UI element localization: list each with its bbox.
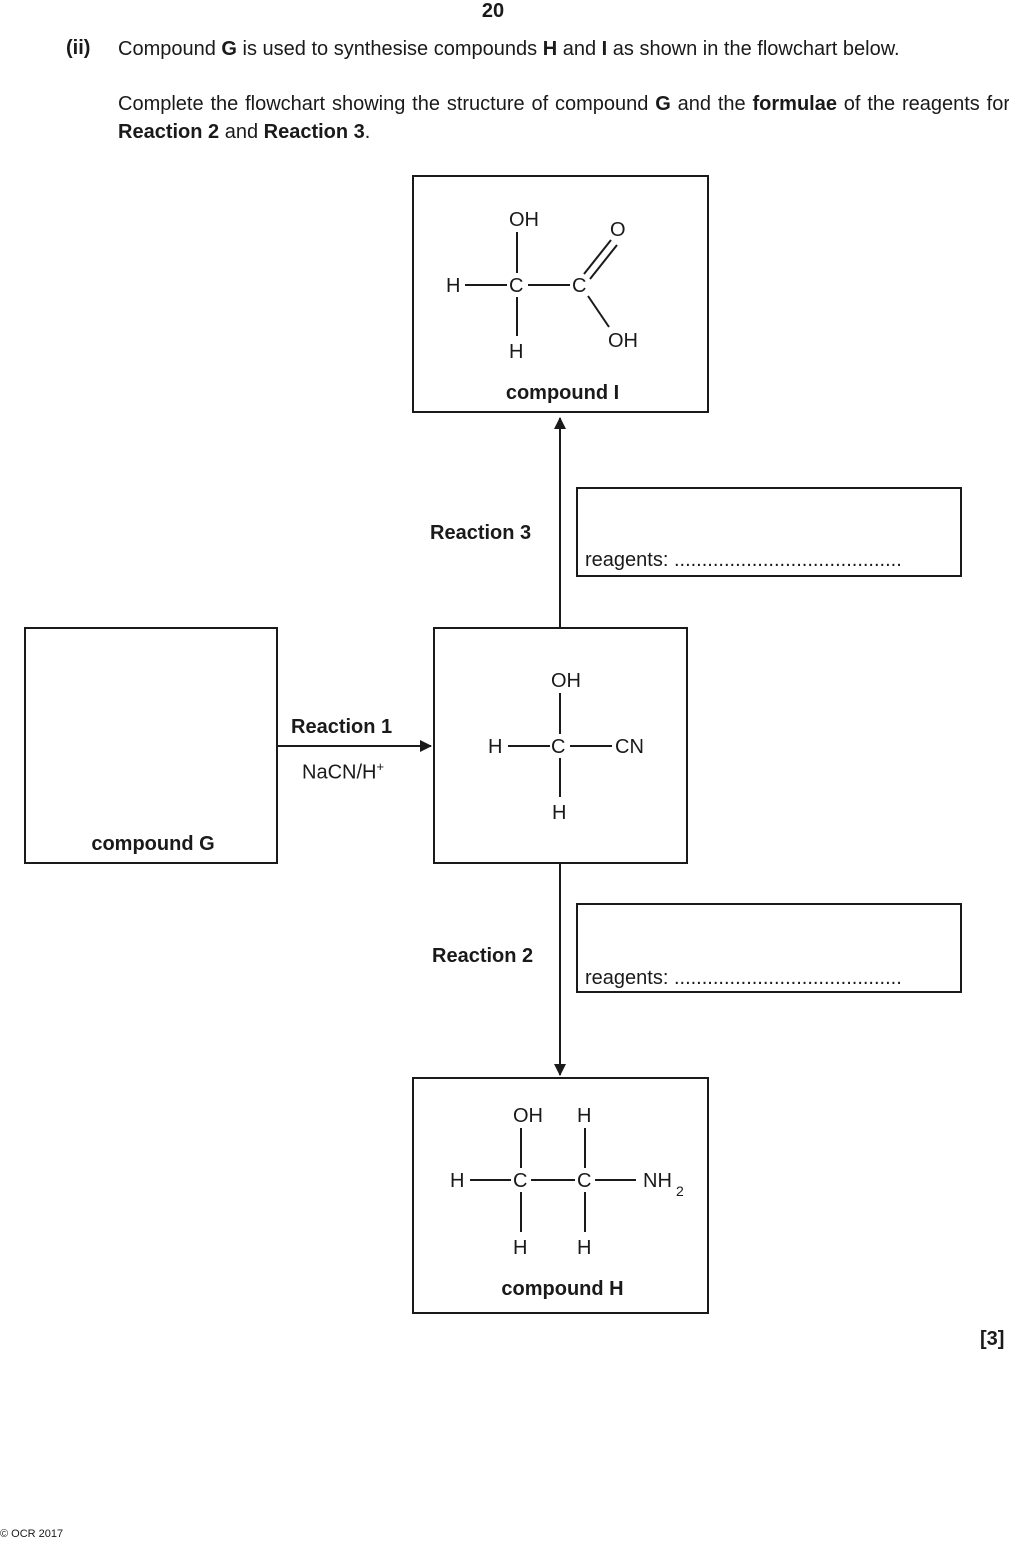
- intermediate-compound-box: [433, 627, 688, 864]
- compound-h-box: compound H: [412, 1077, 709, 1314]
- marks-available: [3]: [980, 1328, 1005, 1350]
- compound-h-caption: compound H: [501, 1278, 624, 1300]
- compound-g-caption: compound G: [91, 833, 215, 855]
- compound-i-caption: compound I: [505, 382, 620, 404]
- question-instruction: Complete the flowchart showing the struc…: [118, 93, 1009, 143]
- question-part-label: (ii): [66, 37, 91, 59]
- question-intro: Compound G is used to synthesise compoun…: [118, 38, 900, 60]
- reaction2-reagents-box[interactable]: reagents: ..............................…: [576, 903, 962, 993]
- reaction3-label: Reaction 3: [430, 522, 532, 544]
- reaction3-reagents-line[interactable]: reagents: ..............................…: [585, 549, 902, 571]
- compound-g-answer-box[interactable]: compound G: [24, 627, 278, 864]
- reaction1-label: Reaction 1: [291, 716, 393, 738]
- reaction1-reagent: NaCN/H+: [302, 759, 385, 784]
- compound-i-box: compound I: [412, 175, 709, 413]
- reaction2-label: Reaction 2: [432, 945, 534, 967]
- reaction3-reagents-box[interactable]: reagents: ..............................…: [576, 487, 962, 577]
- copyright-notice: © OCR 2017: [0, 1528, 64, 1540]
- page-number: 20: [481, 0, 505, 22]
- reaction2-reagents-line[interactable]: reagents: ..............................…: [585, 967, 902, 989]
